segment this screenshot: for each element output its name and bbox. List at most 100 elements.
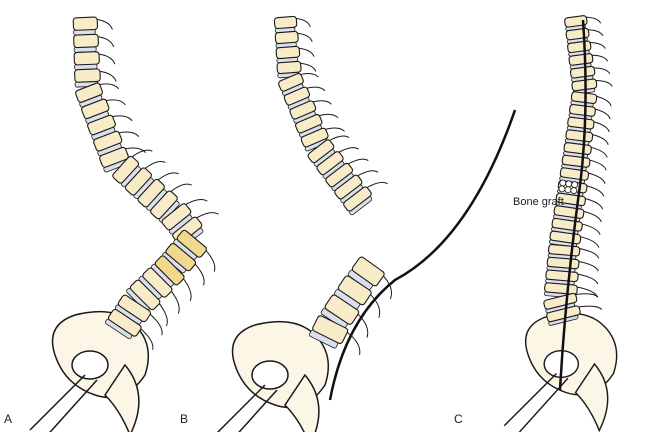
vertebra xyxy=(73,51,116,71)
vertebral-body xyxy=(289,100,317,120)
vertebra xyxy=(274,30,313,49)
vertebral-body xyxy=(73,51,100,66)
vertebral-body xyxy=(307,139,335,164)
vertebral-body xyxy=(564,15,588,28)
spinous-process xyxy=(181,276,192,302)
vertebral-body xyxy=(548,244,581,257)
vertebral-body xyxy=(337,275,372,306)
spinous-process xyxy=(139,327,154,351)
vertebral-body xyxy=(324,294,360,325)
bone-graft-chip xyxy=(564,186,572,194)
vertebra xyxy=(72,16,113,36)
vertebral-body xyxy=(150,190,178,220)
spinous-process xyxy=(143,160,166,170)
vertebra xyxy=(347,256,393,300)
vertebra xyxy=(105,308,154,351)
vertebral-body xyxy=(569,104,596,117)
spinous-process xyxy=(169,183,192,194)
spinous-process xyxy=(323,127,345,132)
corrective-rod-c xyxy=(558,19,587,391)
vertebral-body xyxy=(176,229,207,258)
pelvis-c xyxy=(503,312,618,432)
spinous-process xyxy=(583,197,604,210)
vertebral-body xyxy=(275,45,301,60)
vertebra xyxy=(162,242,205,286)
vertebra xyxy=(309,315,361,355)
vertebra xyxy=(87,114,133,140)
vertebra xyxy=(568,53,609,70)
vertebral-body xyxy=(93,130,123,152)
vertebra xyxy=(278,72,319,96)
bone-graft-label: Bone graft xyxy=(513,196,564,208)
spinous-process xyxy=(346,158,369,166)
vertebral-body xyxy=(274,30,299,45)
vertebral-body xyxy=(129,279,161,311)
vertebral-body xyxy=(107,308,142,337)
vertebral-body xyxy=(544,282,578,295)
spinous-process xyxy=(123,147,146,154)
vertebral-body xyxy=(300,127,329,148)
vertebral-body xyxy=(112,155,140,184)
spinous-process xyxy=(576,260,599,272)
sacrum-coccyx xyxy=(574,362,609,432)
spinous-process xyxy=(580,223,601,235)
vertebral-body xyxy=(334,174,363,200)
spinous-process xyxy=(337,147,359,154)
spinous-process xyxy=(169,289,180,314)
vertebral-body xyxy=(161,203,192,231)
sacrum-coccyx xyxy=(284,373,320,432)
vertebral-body xyxy=(316,151,344,176)
femoral-head xyxy=(251,360,289,390)
spinous-process xyxy=(327,135,350,142)
vertebral-body xyxy=(87,114,116,136)
spinous-process xyxy=(581,210,602,223)
vertebra xyxy=(273,15,311,34)
bone-graft-chip xyxy=(558,185,566,193)
sacrum-coccyx xyxy=(104,363,140,432)
spinous-process xyxy=(589,146,608,158)
vertebra xyxy=(75,82,120,108)
vertebral-body xyxy=(283,86,311,106)
spinous-process xyxy=(368,292,381,318)
vertebral-body xyxy=(72,16,99,31)
spinous-process xyxy=(578,235,600,248)
vertebral-body xyxy=(351,256,385,287)
vertebral-body xyxy=(165,242,197,272)
panel-label-b: B xyxy=(180,412,189,426)
vertebral-body xyxy=(543,292,578,310)
vertebra xyxy=(275,45,315,64)
vertebra xyxy=(114,294,163,336)
spinous-process xyxy=(365,181,388,189)
vertebral-body xyxy=(75,82,103,103)
spinous-process xyxy=(573,293,599,298)
vertebra xyxy=(334,170,379,204)
vertebral-body xyxy=(273,15,298,30)
spinous-process xyxy=(345,330,361,355)
bone-graft-chip xyxy=(565,180,573,188)
spinous-process xyxy=(148,312,163,336)
vertebral-body xyxy=(278,72,304,92)
vertebra xyxy=(316,147,359,179)
vertebral-body xyxy=(117,294,152,323)
vertebral-body xyxy=(73,33,99,49)
vertebra xyxy=(289,100,332,124)
spinous-process xyxy=(588,159,607,171)
spinous-process xyxy=(586,172,606,184)
vertebral-body xyxy=(545,269,579,283)
spinous-process xyxy=(110,115,133,122)
vertebral-body xyxy=(81,98,110,120)
vertebra xyxy=(124,160,166,200)
corrective-rod-b xyxy=(328,109,517,401)
bone-graft-chip xyxy=(570,187,578,194)
spinous-process xyxy=(576,305,603,310)
vertebral-body xyxy=(74,68,101,83)
vertebral-body xyxy=(546,256,580,270)
spinous-process xyxy=(193,262,205,286)
spinous-process xyxy=(590,133,609,145)
vertebra xyxy=(112,149,153,188)
spinous-process xyxy=(204,248,216,272)
bone-graft-chip xyxy=(571,181,579,189)
spinous-process xyxy=(577,247,600,259)
vertebra xyxy=(343,181,388,216)
